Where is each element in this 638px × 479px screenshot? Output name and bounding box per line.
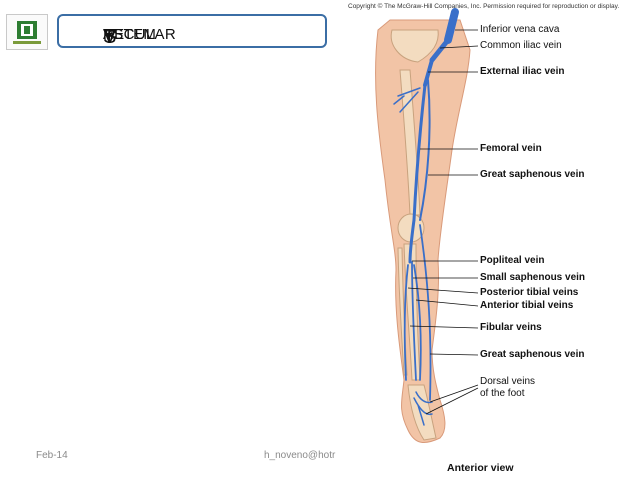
leader-fibular-veins [409, 325, 479, 329]
label-popliteal-vein: Popliteal vein [480, 255, 545, 266]
label-dorsal-veins: Dorsal veins [480, 376, 536, 387]
logo-icon [13, 21, 41, 44]
common-iliac-vein [429, 37, 451, 63]
vein-network [393, 8, 459, 426]
label-posterior-tibial-veins: Posterior tibial veins [480, 287, 579, 298]
anterior-tibial-veins [413, 264, 422, 381]
small-saphenous-vein [411, 261, 417, 381]
label-of-the-foot: of the foot [480, 388, 525, 399]
popliteal-vein [408, 218, 416, 264]
title-part-1: HE [103, 26, 125, 43]
label-fibular-veins: Fibular veins [480, 322, 542, 333]
label-inferior-vena-cava: Inferior vena cava [480, 24, 560, 35]
title-part-3: YSTEM [103, 26, 157, 43]
femoral-vein [412, 83, 427, 222]
title-part-2: ASCULAR [103, 26, 176, 43]
institution-logo [6, 14, 48, 50]
label-anterior-tibial-veins: Anterior tibial veins [480, 300, 574, 311]
label-great-saphenous-vein-lower: Great saphenous vein [480, 349, 585, 360]
leader-dorsal-veins-2 [425, 387, 479, 415]
label-common-iliac-vein: Common iliac vein [480, 40, 562, 51]
leader-common-iliac-vein [439, 45, 479, 49]
label-small-saphenous-vein: Small saphenous vein [480, 272, 586, 283]
title-letter-v: V [103, 26, 117, 48]
label-great-saphenous-vein: Great saphenous vein [480, 169, 585, 180]
label-external-iliac-vein: External iliac vein [480, 66, 565, 77]
leader-posterior-tibial-veins [407, 287, 479, 294]
leader-dorsal-veins [429, 384, 479, 403]
footer-author: h_noveno@hotr [264, 450, 336, 461]
posterior-tibial-veins [403, 264, 409, 381]
leader-great-saphenous-vein-2 [429, 353, 479, 356]
view-caption: Anterior view [447, 462, 514, 474]
title-letter-t: T [103, 26, 116, 48]
dorsal-veins-foot [413, 391, 433, 426]
external-iliac-vein [423, 58, 434, 87]
great-saphenous-vein-upper [419, 79, 431, 221]
pelvis-bone [390, 29, 439, 63]
inferior-vena-cava [444, 8, 459, 44]
title-letter-s: S [103, 26, 117, 48]
pelvic-branches [393, 87, 421, 113]
label-femoral-vein: Femoral vein [480, 143, 542, 154]
label-leader-lines [407, 29, 479, 415]
copyright-notice: Copyright © The McGraw-Hill Companies, I… [348, 3, 620, 10]
footer-date: Feb-14 [36, 450, 68, 461]
great-saphenous-vein-lower [419, 224, 432, 401]
leader-anterior-tibial-veins [415, 299, 479, 307]
